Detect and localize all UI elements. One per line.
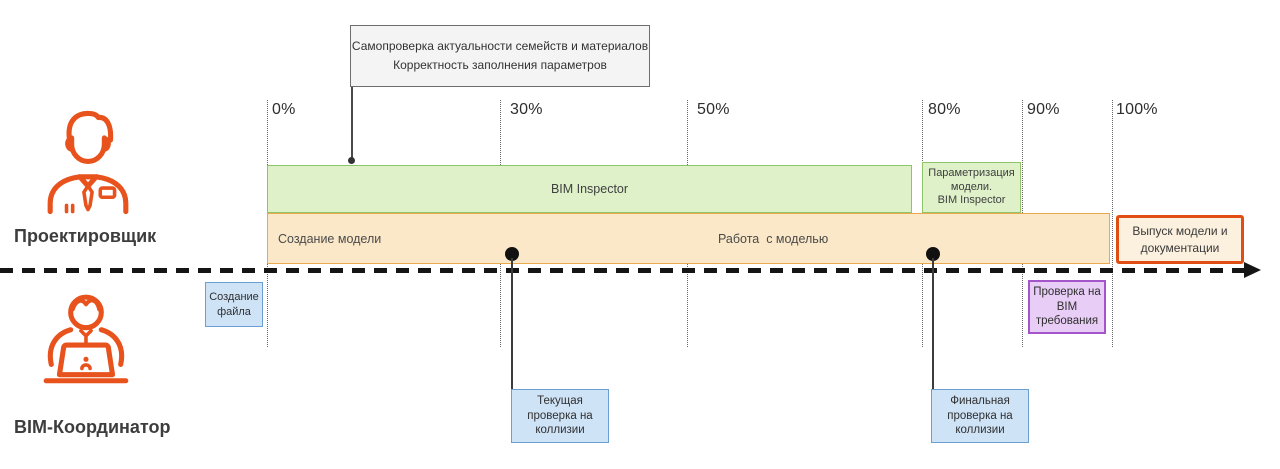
modelling-bar: Создание модели Работа с моделью (267, 213, 1110, 264)
checkpoint-dot-80pct (926, 247, 940, 261)
designer-person-icon (47, 110, 129, 215)
coordinator-laptop-icon (43, 294, 129, 384)
annotation-connector-dot (348, 157, 355, 164)
tick-label-50pct: 50% (697, 101, 730, 118)
coordinator-role-label: BIM-Координатор (14, 417, 171, 437)
tick-label-90pct: 90% (1027, 101, 1060, 118)
checkpoint-dot-30pct (505, 247, 519, 261)
annotation-line2: Корректность заполнения параметров (393, 58, 607, 72)
model-creation-label: Создание модели (278, 231, 382, 246)
bim-inspector-label: BIM Inspector (550, 182, 629, 196)
parametrization-line1: Параметризация модели. (928, 166, 1015, 193)
model-work-label: Работа с моделью (718, 231, 829, 246)
tick-label-100pct: 100% (1116, 101, 1158, 118)
bim-requirements-check-box: Проверка на BIM требования (1028, 280, 1106, 334)
release-label: Выпуск модели и документации (1132, 223, 1228, 255)
annotation-connector-line (351, 87, 353, 160)
parametrization-box: Параметризация модели. BIM Inspector (922, 162, 1021, 213)
final-clash-check-box: Финальная проверка на коллизии (931, 389, 1029, 443)
annotation-box: Самопроверка актуальности семейств и мат… (350, 25, 650, 87)
file-creation-label: Создание файла (209, 291, 259, 318)
tick-label-30pct: 30% (510, 101, 543, 118)
checkpoint-connector-80pct (932, 258, 934, 390)
bim-requirements-check-label: Проверка на BIM требования (1033, 285, 1101, 328)
bim-inspector-bar: BIM Inspector (267, 165, 912, 213)
tick-label-0pct: 0% (272, 101, 296, 118)
checkpoint-connector-30pct (511, 258, 513, 390)
timeline-axis (0, 268, 1246, 273)
parametrization-line2: BIM Inspector (937, 194, 1006, 207)
current-clash-check-label: Текущая проверка на коллизии (527, 394, 593, 437)
final-clash-check-label: Финальная проверка на коллизии (947, 394, 1013, 437)
annotation-line1: Самопроверка актуальности семейств и мат… (351, 39, 649, 54)
timeline-axis-arrowhead (1244, 262, 1261, 278)
release-box: Выпуск модели и документации (1116, 215, 1244, 264)
gridline-100pct (1112, 100, 1113, 347)
file-creation-box: Создание файла (205, 282, 263, 327)
current-clash-check-box: Текущая проверка на коллизии (511, 389, 609, 443)
tick-label-80pct: 80% (928, 101, 961, 118)
designer-role-label: Проектировщик (14, 226, 157, 246)
